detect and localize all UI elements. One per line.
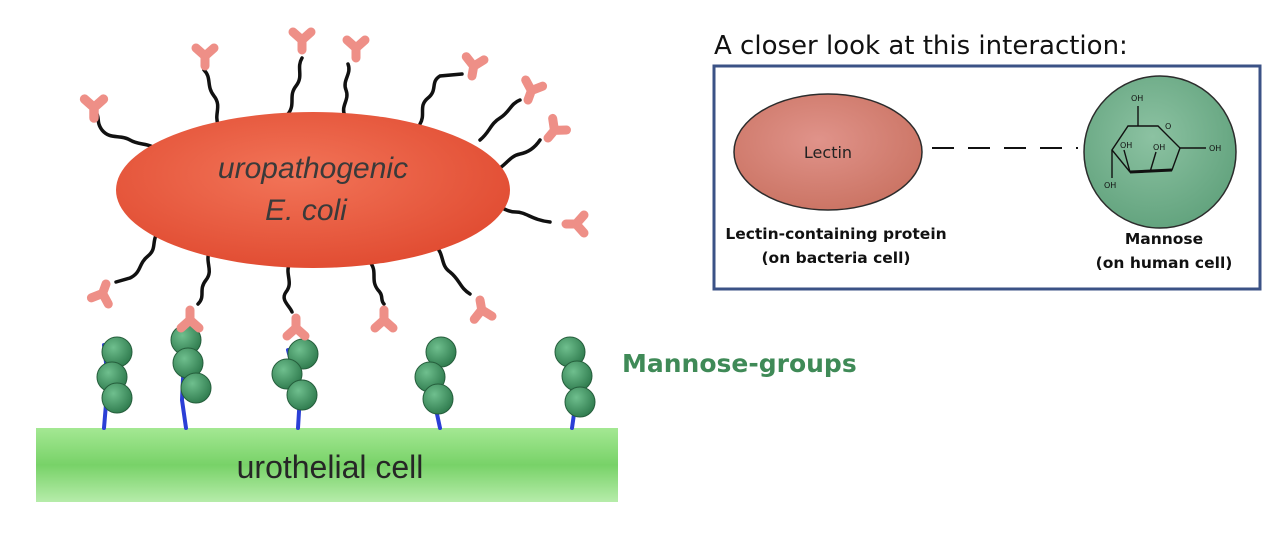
mannose-caption-line1: Mannose xyxy=(1125,230,1203,248)
ecoli-label-line1: uropathogenic xyxy=(218,152,408,185)
mannose-chain xyxy=(414,336,457,415)
mannose-molecule xyxy=(1083,75,1237,229)
mannose-chain xyxy=(96,336,133,414)
ecoli-body xyxy=(116,112,510,268)
hydroxyl-label: OH xyxy=(1131,94,1143,103)
hydroxyl-label: OH xyxy=(1209,144,1221,153)
lectin-protein xyxy=(733,93,923,211)
urothelial-cell-label: urothelial cell xyxy=(237,449,424,485)
lectin-label: Lectin xyxy=(804,143,852,162)
mannose-chain xyxy=(271,338,319,411)
mannose-groups xyxy=(96,324,596,418)
mannose-caption-line2: (on human cell) xyxy=(1096,254,1233,272)
ecoli-label-line2: E. coli xyxy=(265,194,348,227)
hydroxyl-label: OH xyxy=(1120,141,1132,150)
hydroxyl-label: OH xyxy=(1104,181,1116,190)
urothelial-cell xyxy=(36,428,618,502)
mannose-ring-structure xyxy=(1111,106,1206,178)
hydroxyl-label: OH xyxy=(1153,143,1165,152)
ring-oxygen-label: O xyxy=(1165,122,1171,131)
mannose-chain xyxy=(170,324,212,404)
mannose-groups-label: Mannose-groups xyxy=(622,349,857,378)
lectin-caption-line2: (on bacteria cell) xyxy=(761,249,910,267)
pili xyxy=(94,56,552,314)
mannose-linkers xyxy=(102,336,579,430)
closer-look-title: A closer look at this interaction: xyxy=(714,31,1128,61)
lectin-caption-line1: Lectin-containing protein xyxy=(725,225,946,243)
mannose-chain xyxy=(554,336,596,418)
